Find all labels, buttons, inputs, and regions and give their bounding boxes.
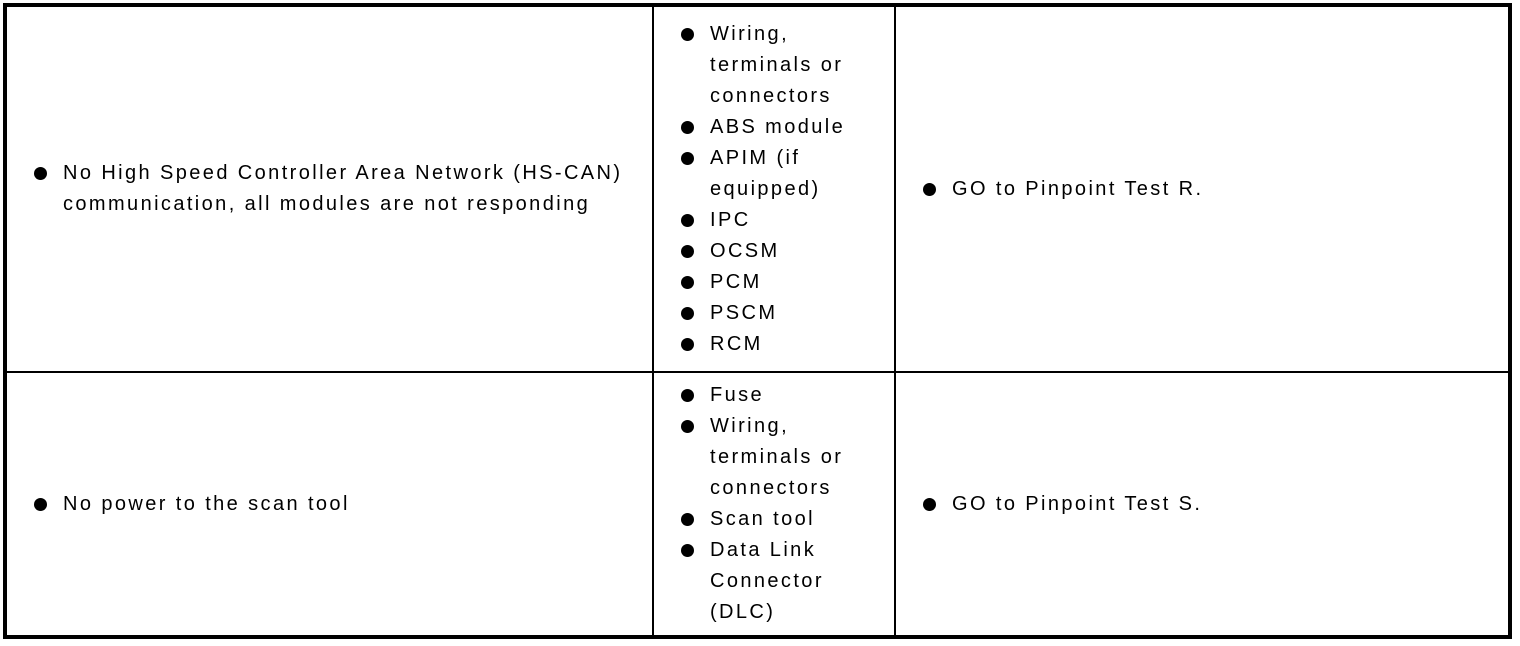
possible-sources-list: Wiring, terminals or connectors ABS modu… — [654, 19, 894, 360]
action-list: GO to Pinpoint Test S. — [896, 489, 1508, 520]
source-text: PCM — [710, 270, 762, 293]
bullet-icon — [681, 306, 694, 320]
list-item: Wiring, terminals or connectors — [681, 19, 864, 112]
list-item: ABS module — [681, 112, 864, 143]
bullet-icon — [923, 182, 936, 196]
list-item: PCM — [681, 267, 864, 298]
bullet-icon — [34, 497, 47, 511]
bullet-icon — [681, 420, 694, 433]
possible-sources-list: Fuse Wiring, terminals or connectors Sca… — [654, 380, 894, 628]
list-item: Wiring, terminals or connectors — [681, 411, 864, 504]
action-cell: GO to Pinpoint Test R. — [894, 4, 1511, 373]
list-item: Scan tool — [681, 504, 864, 535]
bullet-icon — [681, 513, 694, 526]
table-row: No power to the scan tool Fuse Wiring, t… — [4, 371, 1511, 638]
possible-sources-cell: Wiring, terminals or connectors ABS modu… — [652, 4, 896, 373]
bullet-icon — [681, 151, 694, 165]
diagnostic-table: No High Speed Controller Area Network (H… — [3, 3, 1512, 639]
action-text: GO to Pinpoint Test R. — [952, 177, 1204, 200]
source-text: Wiring, terminals or connectors — [710, 22, 844, 107]
condition-cell: No power to the scan tool — [4, 371, 654, 638]
source-text: APIM (if equipped) — [710, 146, 821, 200]
action-text: GO to Pinpoint Test S. — [952, 492, 1203, 515]
bullet-icon — [681, 27, 694, 41]
source-text: IPC — [710, 208, 751, 231]
source-text: Wiring, terminals or connectors — [710, 415, 844, 499]
list-item: Fuse — [681, 380, 864, 411]
bullet-icon — [34, 167, 47, 180]
condition-list: No power to the scan tool — [7, 489, 652, 520]
condition-list: No High Speed Controller Area Network (H… — [7, 158, 652, 220]
action-list: GO to Pinpoint Test R. — [896, 174, 1508, 205]
list-item: No power to the scan tool — [34, 489, 642, 520]
source-text: Fuse — [710, 384, 765, 406]
condition-cell: No High Speed Controller Area Network (H… — [4, 4, 654, 373]
source-text: Data Link Connector (DLC) — [710, 539, 824, 623]
source-text: ABS module — [710, 115, 846, 138]
list-item: Data Link Connector (DLC) — [681, 535, 864, 628]
bullet-icon — [681, 275, 694, 289]
list-item: No High Speed Controller Area Network (H… — [34, 158, 642, 220]
bullet-icon — [681, 213, 694, 227]
bullet-icon — [681, 544, 694, 557]
condition-text: No High Speed Controller Area Network (H… — [63, 162, 623, 215]
list-item: OCSM — [681, 236, 864, 267]
bullet-icon — [681, 337, 694, 351]
table-row: No High Speed Controller Area Network (H… — [4, 4, 1511, 373]
bullet-icon — [923, 497, 936, 511]
bullet-icon — [681, 244, 694, 258]
list-item: IPC — [681, 205, 864, 236]
source-text: PSCM — [710, 301, 778, 324]
source-text: OCSM — [710, 239, 780, 262]
source-text: RCM — [710, 332, 763, 355]
source-text: Scan tool — [710, 508, 815, 530]
possible-sources-cell: Fuse Wiring, terminals or connectors Sca… — [652, 371, 896, 638]
list-item: GO to Pinpoint Test R. — [923, 174, 1498, 205]
bullet-icon — [681, 120, 694, 134]
list-item: APIM (if equipped) — [681, 143, 864, 205]
list-item: RCM — [681, 329, 864, 360]
action-cell: GO to Pinpoint Test S. — [894, 371, 1511, 638]
list-item: PSCM — [681, 298, 864, 329]
condition-text: No power to the scan tool — [63, 492, 350, 515]
list-item: GO to Pinpoint Test S. — [923, 489, 1498, 520]
bullet-icon — [681, 389, 694, 402]
